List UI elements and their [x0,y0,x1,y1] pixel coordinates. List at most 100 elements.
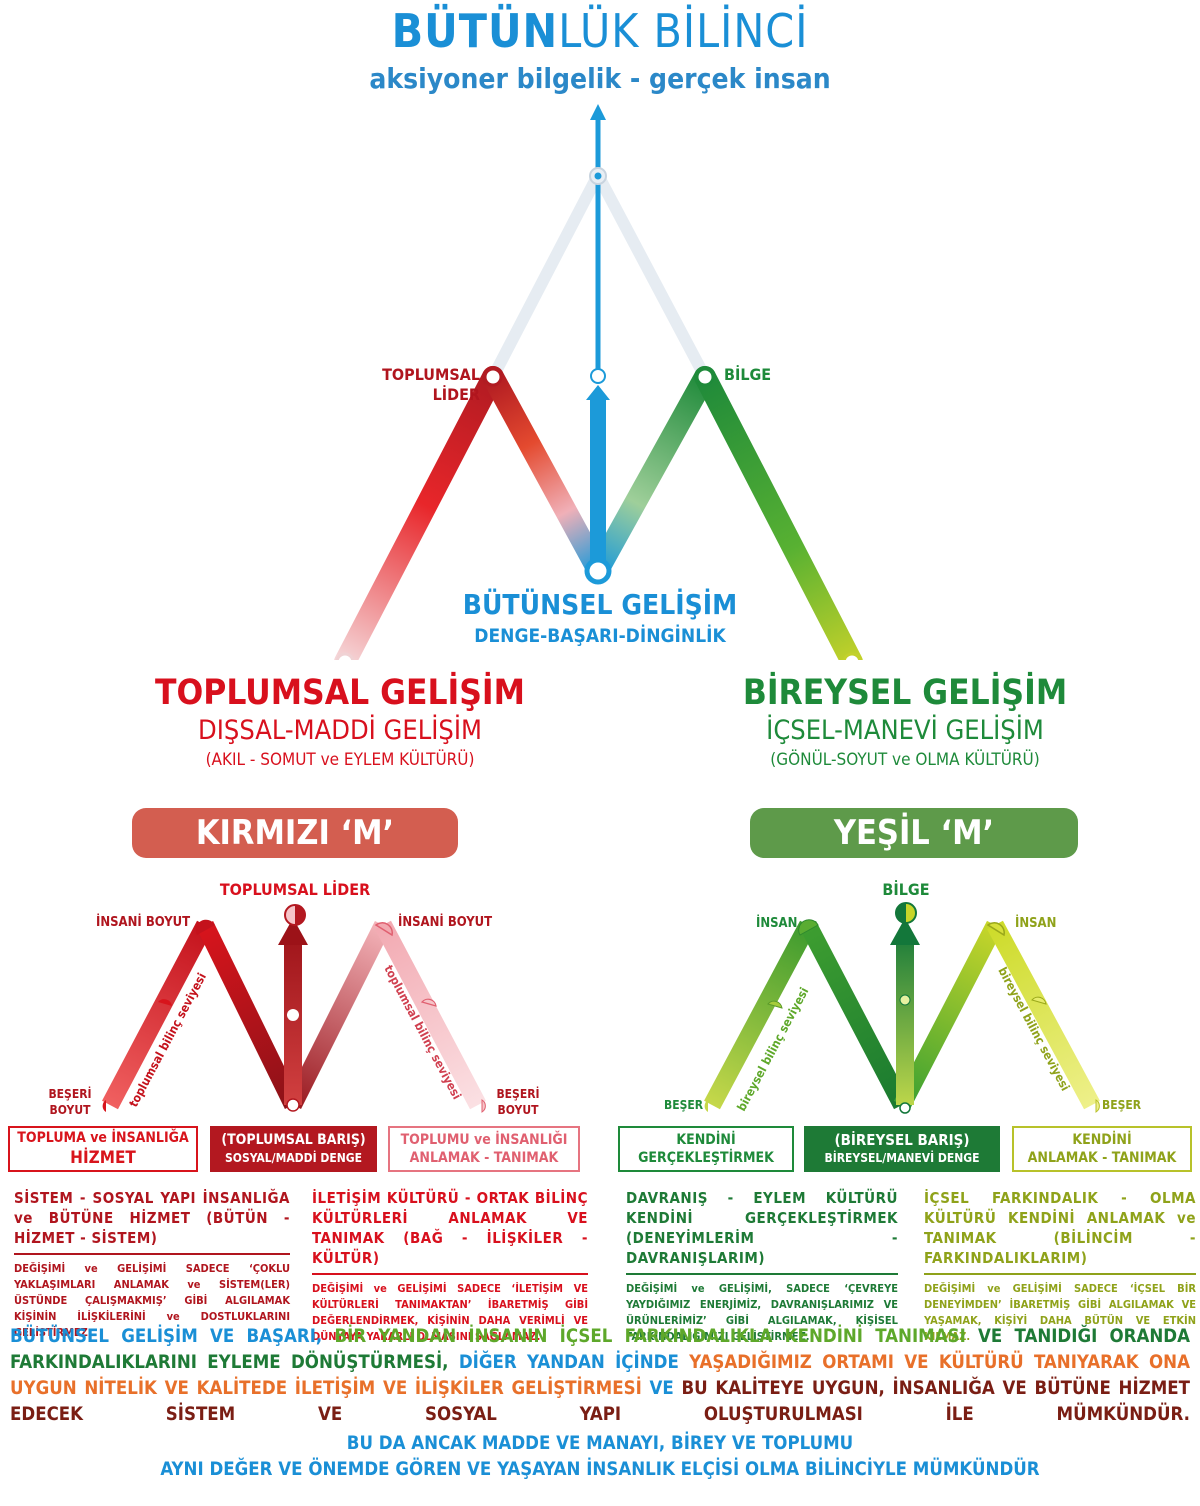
footer-part-5: DİĞER YANDAN İÇİNDE [458,1352,679,1373]
red-m-left-mid-icon [158,999,172,1006]
red-m-top-node-half [295,905,305,925]
central-arrowhead-top [590,104,606,120]
red-m-mid-node [287,1009,299,1021]
red-m-right-mid-icon [420,998,437,1007]
column-icsel: İÇSEL FARKINDALIK - OLMA KÜLTÜRÜ KENDİNİ… [924,1188,1196,1345]
left-ascending-stroke [334,366,504,660]
toplumsal-lider-label-line1: TOPLUMSAL [382,365,480,384]
column-icsel-head: İÇSEL FARKINDALIK - OLMA KÜLTÜRÜ KENDİNİ… [924,1189,1196,1267]
page-title: BÜTÜNLÜK BİLİNCİ [0,4,1200,58]
toplumsal-lider-node [483,367,503,387]
green-m-stroke-2 [800,920,910,1110]
footer-paragraph: BÜTÜNSEL GELİŞİM VE BAŞARI, BİR YANDAN İ… [10,1324,1190,1428]
column-sistem-body: DEĞİŞİMİ ve GELİŞİMİ SADECE ‘ÇOKLU YAKLA… [14,1262,290,1339]
column-sistem-head: SİSTEM - SOSYAL YAPI İNSANLIĞA ve BÜTÜNE… [14,1189,290,1247]
red-m-right-peak-icon [374,922,393,937]
red-m-stroke-3 [284,920,392,1110]
toplumsal-lider-label: TOPLUMSAL LİDER [340,365,480,405]
left-end-node [335,652,355,660]
green-box-anlamak-line2: ANLAMAK - TANIMAK [1027,1150,1177,1166]
right-descending-stroke [694,366,863,660]
footer-part-8: BU KALİTEYE UYGUN, İNSANLIĞA VE BÜTÜNE H… [10,1378,1191,1425]
red-m-top-label: TOPLUMSAL LİDER [219,880,371,899]
red-box-anlamak-line2: ANLAMAK - TANIMAK [409,1150,559,1166]
column-icsel-body: DEĞİŞİMİ ve GELİŞİMİ SADECE ‘İÇSEL BİR D… [924,1282,1196,1343]
red-m-arrowhead [278,918,308,945]
red-box-toplumsal-baris-line1: (TOPLUMSAL BARIŞ) [221,1132,366,1148]
footer-part-6: YAŞADIĞIMIZ ORTAMI VE KÜLTÜRÜ TANIYARAK … [10,1352,1190,1399]
butunsel-gelisim-title: BÜTÜNSEL GELİŞİM [462,588,738,621]
toplumsal-gelisim-note: (AKIL - SOMUT ve EYLEM KÜLTÜRÜ) [205,750,475,770]
green-m-left-peak-icon [798,919,819,936]
green-m-left-peak-label: İNSAN [756,916,798,931]
red-box-anlamak-line1: TOPLUMU ve İNSANLIĞI [400,1132,568,1148]
green-box-bireysel-baris: (BİREYSEL BARIŞ) BİREYSEL/MANEVİ DENGE [804,1126,1000,1172]
base-node [584,557,612,585]
green-m-left-base-label: BEŞER [664,1098,704,1112]
red-box-toplumsal-baris-line2: SOSYAL/MADDİ DENGE [225,1151,362,1165]
red-m-stroke-2 [196,921,302,1109]
central-node [590,368,606,384]
page-title-rest: LÜK BİLİNCİ [558,4,809,58]
bilge-label: BİLGE [724,365,772,384]
green-box-bireysel-baris-line2: BİREYSEL/MANEVİ DENGE [824,1151,980,1165]
footer-part-3: VE TANIDIĞI ORANDA [978,1326,1191,1347]
column-iletisim-divider [312,1273,588,1275]
green-m-arrowhead [890,918,920,945]
red-m-base-node [286,1098,300,1112]
column-davranis: DAVRANIŞ - EYLEM KÜLTÜRÜ KENDİNİ GERÇEKL… [626,1188,898,1345]
footer-line-b: AYNI DEĞER VE ÖNEMDE GÖREN VE YAŞAYAN İN… [160,1459,1040,1480]
green-box-bireysel-baris-line1: (BİREYSEL BARIŞ) [834,1131,970,1149]
green-box-gerceklestirmek-line1: KENDİNİ [676,1132,736,1148]
big-m-diagram [334,104,863,660]
red-box-hizmet-line1: TOPLUMA ve İNSANLIĞA [17,1130,189,1146]
red-m-left-peak-label: İNSANİ BOYUT [96,915,191,930]
column-davranis-head: DAVRANIŞ - EYLEM KÜLTÜRÜ KENDİNİ GERÇEKL… [626,1189,898,1267]
footer-part-7: VE [649,1378,674,1399]
column-sistem-divider [14,1253,290,1255]
bireysel-gelisim-subtitle: İÇSEL-MANEVİ GELİŞİM [766,715,1044,746]
footer-part-4: FARKINDALIKLARINI EYLEME DÖNÜŞTÜRMESİ, [10,1352,449,1373]
red-m-stroke-1 [102,920,213,1110]
red-m-right-base-line1: BEŞERİ [496,1087,540,1101]
footer-part-2: BİR YANDAN İNSANIN İÇSEL FARKINDALIKLA K… [334,1326,966,1347]
column-sistem: SİSTEM - SOSYAL YAPI İNSANLIĞA ve BÜTÜNE… [14,1188,290,1341]
red-m-left-base-line1: BEŞERİ [48,1087,92,1101]
red-m-stroke-4 [375,920,486,1110]
green-m-right-mid-icon [1031,996,1047,1005]
green-m-right-base-icon [1095,1099,1100,1113]
red-m-right-base-icon [481,1099,486,1113]
red-box-hizmet-line2: HİZMET [70,1148,136,1168]
footer-part-1: BÜTÜNSEL GELİŞİM VE BAŞARI, [10,1326,323,1347]
footer-line-a: BU DA ANCAK MADDE VE MANAYI, BİREY VE TO… [346,1433,854,1454]
red-box-anlamak: TOPLUMU ve İNSANLIĞI ANLAMAK - TANIMAK [388,1126,580,1172]
red-m-right-base-line2: BOYUT [497,1103,539,1117]
page-title-bold: BÜTÜN [391,4,559,58]
green-box-gerceklestirmek-line2: GERÇEKLEŞTİRMEK [638,1150,774,1166]
green-m-top-node-half [896,903,906,923]
butunsel-gelisim-subtitle: DENGE-BAŞARI-DİNGİNLİK [474,625,726,647]
green-m-left-base-icon [704,1100,708,1112]
green-m-stroke-4 [987,920,1100,1110]
toplumsal-lider-label-line2: LİDER [432,385,480,404]
central-arrowhead-lower [586,385,610,400]
green-m-right-peak-label: İNSAN [1015,916,1057,931]
column-iletisim: İLETİŞİM KÜLTÜRÜ - ORTAK BİLİNÇ KÜLTÜRLE… [312,1188,588,1345]
column-iletisim-body: DEĞİŞİMİ ve GELİŞİMİ SADECE ‘İLETİŞİM VE… [312,1282,588,1343]
green-box-anlamak-line1: KENDİNİ [1072,1132,1132,1148]
column-davranis-divider [626,1273,898,1275]
left-descending-stroke [482,366,609,581]
green-m-left-mid-icon [767,1000,783,1009]
column-davranis-body: DEĞİŞİMİ ve GELİŞİMİ, SADECE ‘ÇEVREYE YA… [626,1282,898,1343]
green-m-base-node [899,1102,911,1114]
bireysel-gelisim-block: BİREYSEL GELİŞİM İÇSEL-MANEVİ GELİŞİM (G… [730,672,1080,772]
green-m-stroke-1 [704,920,816,1110]
page-subtitle: aksiyoner bilgelik - gerçek insan [369,62,831,95]
toplumsal-gelisim-subtitle: DIŞSAL-MADDİ GELİŞİM [198,715,482,746]
red-m-left-base-icon [102,1100,106,1112]
red-box-hizmet: TOPLUMA ve İNSANLIĞA HİZMET [8,1126,198,1172]
green-m-top-label: BİLGE [882,880,930,899]
column-icsel-divider [924,1273,1196,1275]
apex-node-dot [594,172,602,180]
bilge-node [695,367,715,387]
